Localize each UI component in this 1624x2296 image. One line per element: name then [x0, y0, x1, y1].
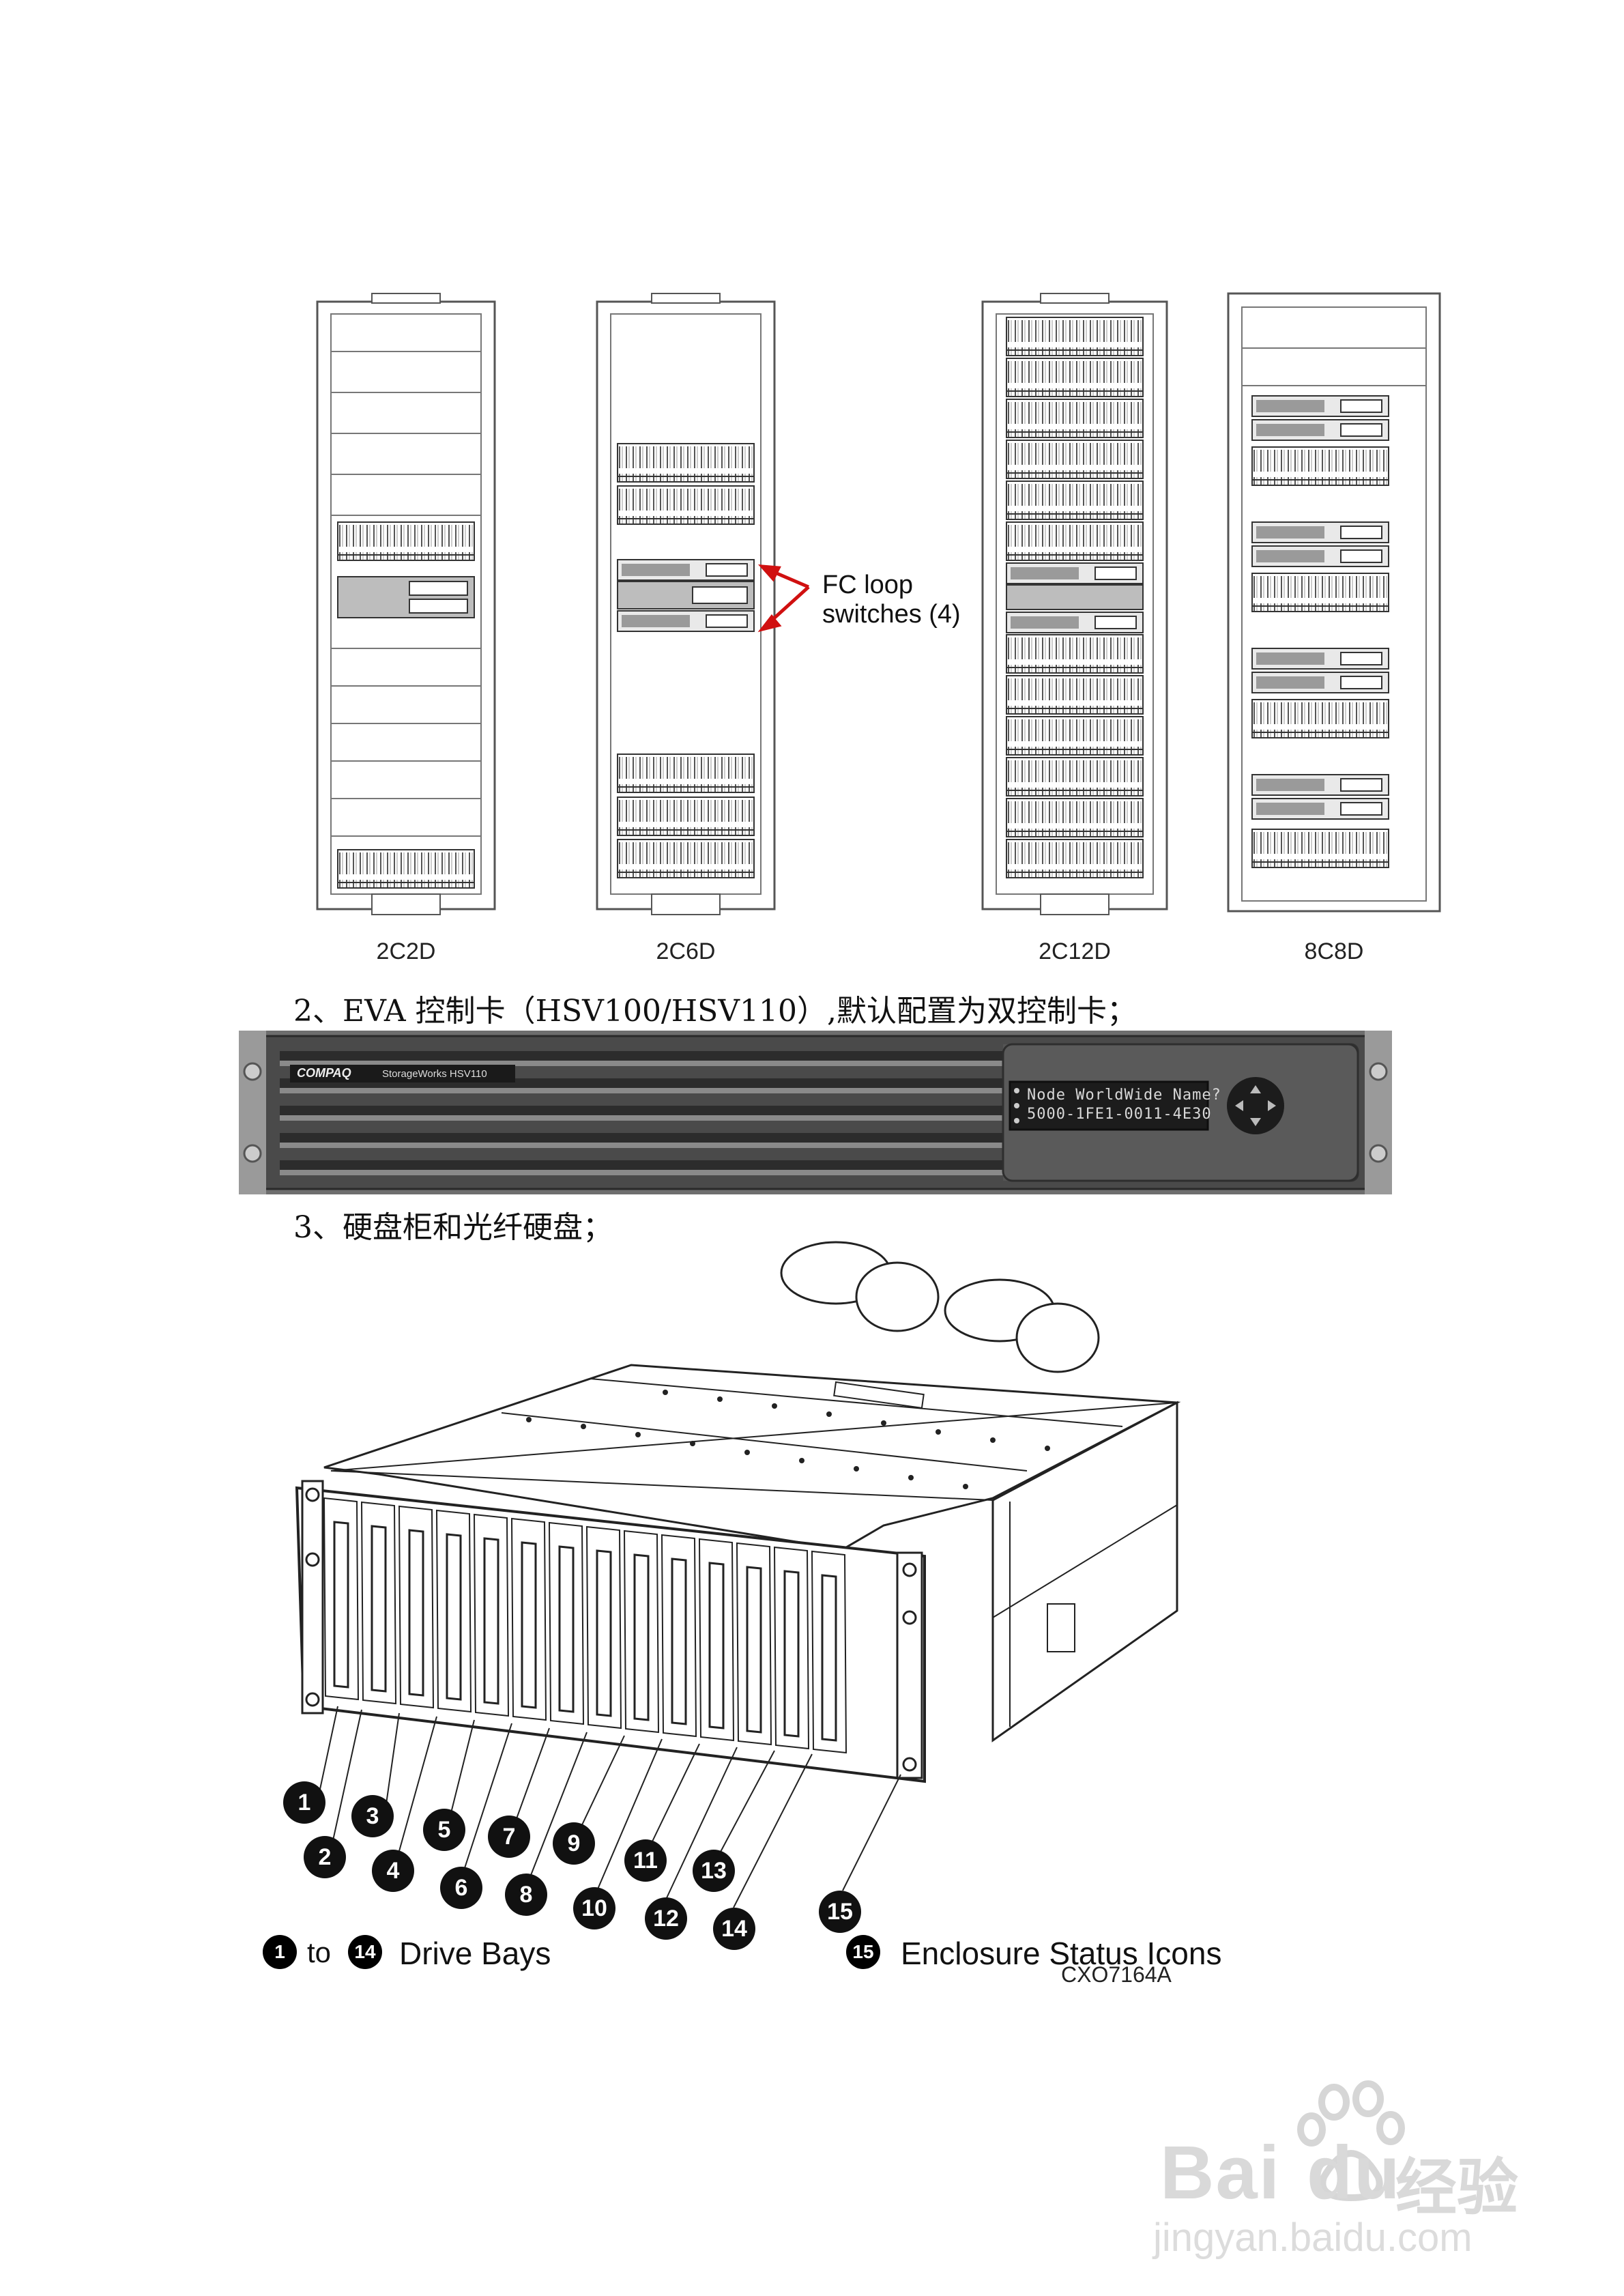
legend-range-to: to: [307, 1936, 332, 1968]
callout-8: 8: [505, 1874, 547, 1916]
paw-logo-icon: [1297, 2080, 1405, 2202]
caption-controller: 2、EVA 控制卡（HSV100/HSV110）,默认配置为双控制卡；: [293, 994, 1137, 1029]
rack-label-2c2d: 2C2D: [376, 938, 436, 964]
legend-bullet-end: 14: [348, 1935, 382, 1969]
rack-2c2d: [316, 293, 496, 915]
callout-11: 11: [624, 1839, 667, 1882]
watermark-cn: 经验: [1395, 2152, 1518, 2224]
drive-enclosure-figure: 1 2 3 4 5 6 7 8 9 10 11 12 13 14 15 CXO7…: [242, 1235, 1252, 2000]
legend-bullet-start: 1: [263, 1935, 297, 1969]
callout-2: 2: [304, 1836, 346, 1878]
callout-7: 7: [488, 1816, 530, 1858]
callout-10: 10: [573, 1887, 615, 1929]
watermark-brand-du: du: [1307, 2131, 1402, 2215]
callout-9: 9: [553, 1822, 595, 1865]
callout-15: 15: [819, 1891, 861, 1933]
rack-8c8d: [1227, 292, 1441, 913]
callout-12: 12: [645, 1897, 687, 1940]
legend-enclosure-status: Enclosure Status Icons: [901, 1936, 1222, 1971]
controller-drawing: [239, 1031, 1392, 1194]
callout-14: 14: [713, 1908, 755, 1950]
watermark-url: jingyan.baidu.com: [1153, 2215, 1473, 2260]
rack-configurations-figure: FC loop switches (4) 2C2D 2C6D 2C12D 8C8…: [290, 287, 1450, 969]
caption-enclosure: 3、硬盘柜和光纤硬盘；: [293, 1210, 613, 1245]
rack-label-8c8d: 8C8D: [1304, 938, 1364, 964]
fc-loop-label-line2: switches (4): [822, 600, 961, 629]
drive-enclosure-drawing: [295, 1241, 1181, 1908]
controller-brand-logo: COMPAQ: [297, 1066, 351, 1080]
rack-label-2c12d: 2C12D: [1039, 938, 1111, 964]
watermark-brand: Bai: [1160, 2131, 1281, 2215]
lcd-line-2: 5000-1FE1-0011-4E30: [1027, 1106, 1212, 1123]
lcd-line-1: Node WorldWide Name?: [1027, 1087, 1221, 1104]
rack-label-2c6d: 2C6D: [656, 938, 716, 964]
legend-bullet-status: 15: [846, 1935, 880, 1969]
callout-1: 1: [283, 1781, 325, 1824]
callout-3: 3: [351, 1795, 394, 1837]
baidu-jingyan-watermark: Bai du 经验 jingyan.baidu.com: [1133, 2075, 1542, 2266]
rack-2c12d: [981, 293, 1168, 915]
rack-2c6d: [596, 293, 776, 915]
fc-loop-label-line1: FC loop: [822, 571, 914, 599]
controller-photo: COMPAQ StorageWorks HSV110 Node WorldWid…: [239, 1031, 1392, 1194]
callout-13: 13: [693, 1850, 735, 1892]
callout-5: 5: [423, 1809, 465, 1851]
controller-model-label: StorageWorks HSV110: [382, 1068, 487, 1080]
legend-drive-bays: Drive Bays: [399, 1936, 551, 1971]
enclosure-legend: 1 to 14 Drive Bays 15 Enclosure Status I…: [263, 1935, 1286, 1983]
figure-code: CXO7164A: [1061, 1962, 1172, 1987]
callout-4: 4: [372, 1850, 414, 1892]
callout-6: 6: [440, 1867, 482, 1909]
rack-configurations-drawing: [316, 292, 1441, 915]
